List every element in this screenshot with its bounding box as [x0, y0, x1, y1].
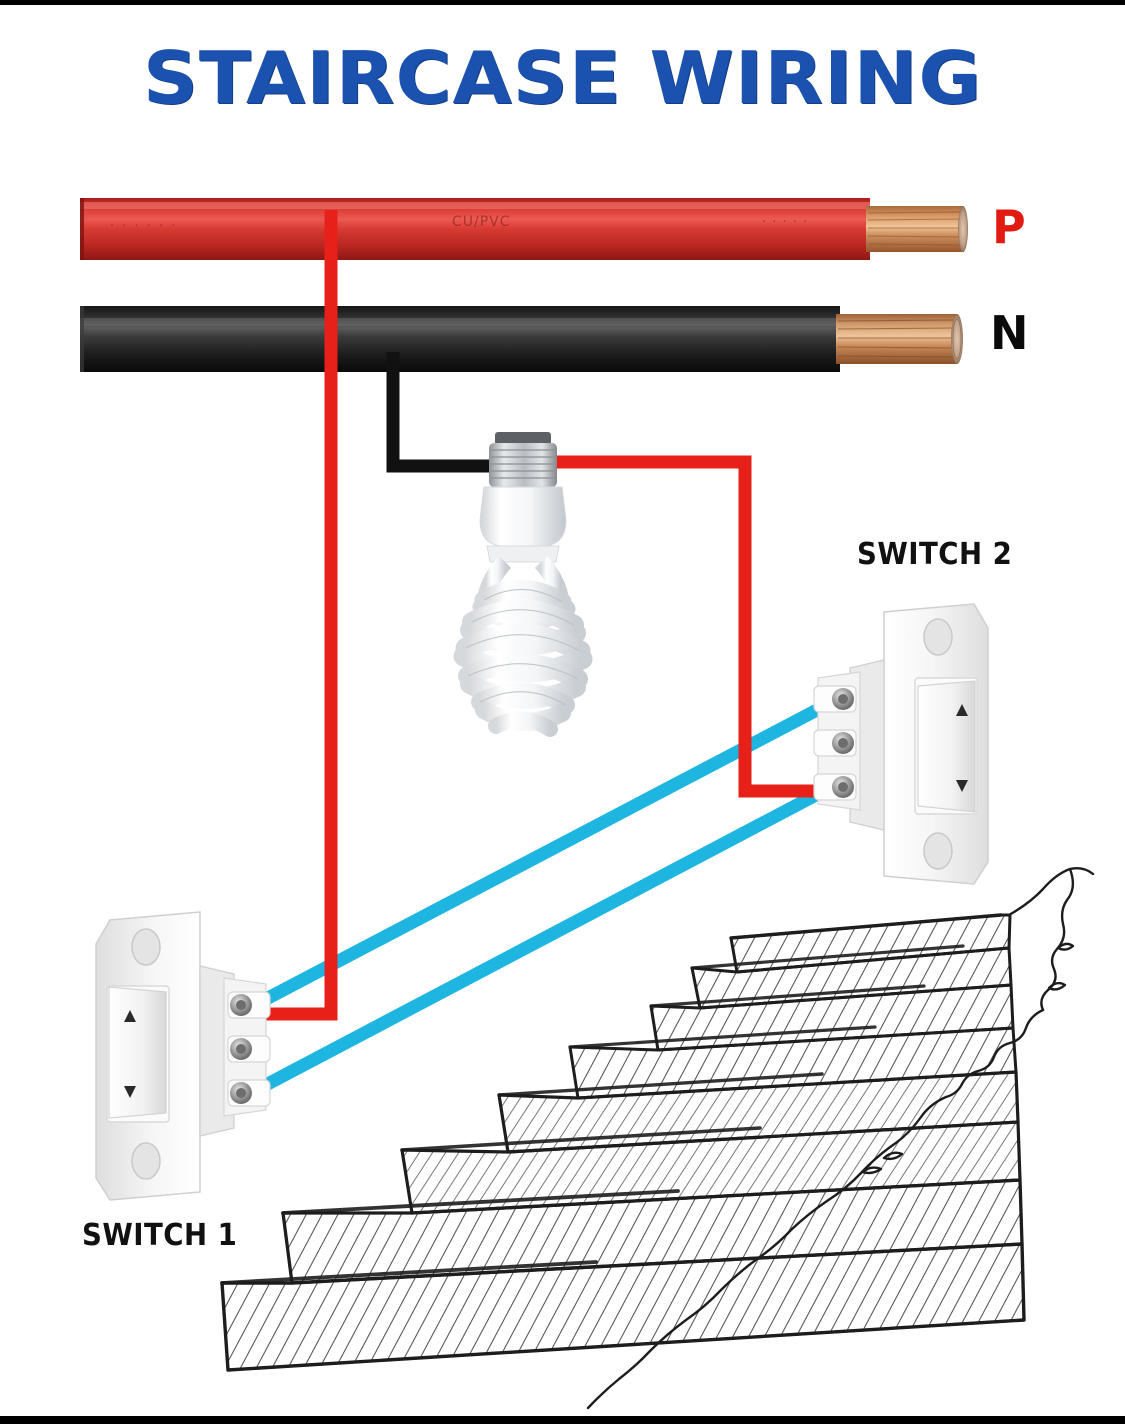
switch-1-label: SWITCH 1 — [82, 1218, 238, 1253]
traveler-wire-2 — [239, 780, 837, 1103]
bottom-edge-bar — [0, 1416, 1125, 1424]
lamp-ballast-housing — [479, 486, 567, 563]
switch-2-label: SWITCH 2 — [857, 537, 1013, 572]
switch1-up-arrow-icon — [124, 1010, 136, 1022]
phase-label: P — [992, 200, 1026, 254]
top-edge-bar — [0, 0, 1125, 5]
switch2-terminal-block — [813, 671, 861, 811]
traveler-wire-group — [239, 694, 840, 1103]
switch-2[interactable] — [813, 603, 989, 885]
wall-contour-line — [586, 866, 1095, 1410]
switch2-up-arrow-icon — [956, 704, 968, 716]
switch2-down-arrow-icon — [956, 780, 968, 792]
lamp-to-switch2-wire — [536, 455, 838, 798]
phase-drop-wire-switch1 — [245, 210, 338, 1021]
svg-text:CU/PVC: CU/PVC — [452, 214, 511, 230]
stair-step-3 — [400, 1120, 1022, 1215]
neutral-label: N — [990, 306, 1029, 360]
lamp-spiral-tube — [453, 556, 593, 737]
neutral-drop-wire — [386, 352, 512, 473]
phase-cable: · · · · · · CU/PVC · · · · · — [80, 198, 968, 260]
svg-text:· · · · ·: · · · · · — [762, 215, 808, 230]
switch1-down-arrow-icon — [124, 1086, 136, 1098]
stair-step-1 — [220, 1242, 1026, 1372]
switch-1[interactable] — [95, 911, 271, 1201]
neutral-cable — [80, 306, 963, 372]
page-title: STAIRCASE WIRING — [142, 36, 983, 120]
svg-text:· · · · · ·: · · · · · · — [110, 219, 177, 234]
switch1-terminal-block — [223, 977, 271, 1117]
lamp-screw-base — [489, 432, 557, 487]
traveler-wire-1 — [245, 694, 840, 1014]
stair-step-2 — [281, 1178, 1024, 1285]
